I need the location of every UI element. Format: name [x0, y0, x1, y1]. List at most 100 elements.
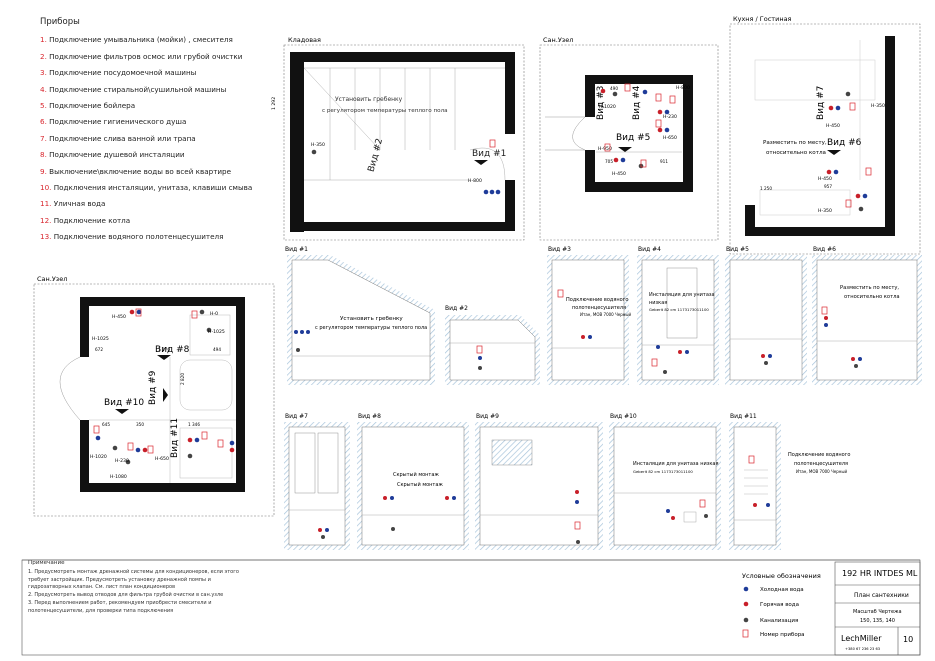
v4-t1: Инсталяция для унитаза: [649, 292, 715, 298]
legend-item-text: Подключение стиральной\сушильной машины: [49, 84, 227, 94]
legend-item-text: Подключение гигиенического душа: [49, 117, 187, 127]
stamp-sheet-num: 10: [903, 635, 913, 644]
san-top-h450: Н-450: [612, 171, 626, 177]
view-title-5: Вид #5: [726, 246, 749, 253]
kitchen-plan: Вид #7 Вид #6 Разместить по месту, относ…: [745, 36, 895, 236]
legend-item: 9. Выключение\включение воды во всей ква…: [40, 164, 252, 180]
v10-t2: Geberit 82 cm 1173173011100: [633, 469, 693, 474]
legend-title: Приборы: [40, 17, 80, 27]
symbol-sewer: Канализация: [760, 618, 798, 624]
v4-t2: низкая: [649, 300, 667, 306]
room-title-san-left: Сан.Узел: [37, 275, 67, 283]
san-left-frame: [33, 283, 275, 517]
kitchen-h450c: Н-450: [818, 176, 832, 182]
san-top-h650: Н-650: [663, 135, 677, 141]
san-top-h800: Н-800: [676, 85, 690, 91]
san-top-d490: 490: [610, 86, 618, 91]
legend-item-text: Подключение фильтров осмос или грубой оч…: [49, 51, 243, 61]
label-view-2-plan: Вид #2: [367, 137, 386, 173]
legend-item-text: Уличная вода: [53, 199, 106, 209]
v3-t1: Подключение водяного: [566, 297, 628, 303]
legend-item-number: 6.: [40, 117, 47, 127]
klad-dim-1292: 1 292: [271, 97, 277, 110]
legend-item-text: Подключение водяного полотенцесушителя: [53, 232, 224, 242]
san-left-plan: Вид #8 Вид #9 Вид #10 Вид #11 Н-450 Н-0 …: [59, 297, 245, 492]
label-view-11-plan: Вид #11: [170, 418, 180, 458]
san-left-h1020: Н-1020: [90, 454, 107, 460]
view-title-4: Вид #4: [638, 246, 661, 253]
v3-t2: полотенцесушителя: [572, 305, 626, 311]
room-title-klad: Кладовая: [288, 36, 321, 44]
view-sections: Установить гребенку с регулятором темпер…: [284, 255, 922, 550]
label-view-5-plan: Вид #5: [616, 133, 650, 143]
v11-t3: Итан, МОВ 7000 Черный: [796, 469, 848, 474]
legend-item-number: 1.: [40, 35, 47, 45]
stamp-sheet-title: План сантехники: [854, 592, 909, 599]
san-left-h1080: Н-1080: [110, 474, 127, 480]
notes-title: Примечание: [28, 560, 65, 566]
san-top-frame: [539, 44, 719, 241]
kitchen-place-2: относительно котла: [766, 150, 826, 156]
legend-item-number: 11.: [40, 199, 52, 209]
klad-h350: Н-350: [311, 142, 325, 148]
kitchen-d1250: 1 250: [760, 186, 772, 191]
legend-item-text: Подключение душевой инсталяции: [49, 150, 185, 160]
room-title-san-top: Сан.Узел: [543, 36, 573, 44]
symbols-legend: Условные обозначения Холодная вода Горяч…: [742, 572, 821, 638]
symbols-title: Условные обозначения: [742, 572, 821, 580]
kitchen-place-1: Разместить по месту,: [763, 140, 827, 146]
legend-item-number: 5.: [40, 101, 47, 111]
legend-item-text: Подключение слива ванной или трапа: [49, 133, 196, 143]
stamp-scale-value: 150, 135, 140: [860, 618, 895, 624]
legend-item: 8. Подключение душевой инсталяции: [40, 147, 252, 163]
view-title-11: Вид #11: [730, 413, 757, 420]
symbol-cold: Холодная вода: [760, 587, 804, 593]
label-view-6-plan: Вид #6: [827, 138, 862, 148]
legend-item-number: 3.: [40, 68, 47, 78]
san-left-h650: Н-650: [155, 456, 169, 462]
v6-t1: Разместить по месту,: [840, 285, 899, 291]
v8-t2: Скрытый монтаж: [397, 481, 443, 488]
view-title-3: Вид #3: [548, 246, 571, 253]
san-left-h0: Н-0: [210, 311, 218, 317]
v1-grebenka: Установить гребенку: [340, 316, 403, 322]
v1-sub: с регулятором температуры теплого пола: [315, 325, 427, 331]
klad-frame: [283, 44, 525, 241]
legend-item: 11. Уличная вода: [40, 196, 252, 212]
v11-t1: Подключение водяного: [788, 452, 850, 458]
san-top-h1020: Н-1020: [599, 104, 616, 110]
legend-item-number: 12.: [40, 215, 52, 225]
v4-t3: Geberit 82 cm 1173173011100: [649, 307, 709, 312]
san-left-d672: 672: [95, 347, 103, 352]
stamp-project: 192 HR INTDES ML: [842, 569, 918, 578]
legend-item: 10. Подключения инсталяции, унитаза, кла…: [40, 180, 252, 196]
san-top-plan: Вид #3 Вид #4 Вид #5 Н-1020 Н-950 Н-230 …: [545, 75, 693, 192]
san-left-d350: 350: [136, 422, 144, 427]
legend-item: 13. Подключение водяного полотенцесушите…: [40, 229, 252, 245]
legend-item: 4. Подключение стиральной\сушильной маши…: [40, 82, 252, 98]
view-title-9: Вид #9: [476, 413, 499, 420]
klad-grebenka-sub: с регулятором температуры теплого пола: [322, 108, 448, 114]
stamp-scale-label: Масштаб Чертежа: [853, 609, 902, 615]
legend-item-text: Подключение бойлера: [49, 101, 136, 111]
legend-item: 2. Подключение фильтров осмос или грубой…: [40, 49, 252, 65]
label-view-10-plan: Вид #10: [104, 398, 144, 408]
view-title-7: Вид #7: [285, 413, 308, 420]
san-left-h450: Н-450: [112, 314, 126, 320]
v11-t2: полотенцесушителя: [794, 461, 848, 467]
kitchen-h350: Н-350: [871, 103, 885, 109]
san-left-d494: 494: [213, 347, 221, 352]
notes-block: Примечание 1. Предусмотреть монтаж дрена…: [28, 560, 248, 616]
klad-plan: Установить гребенку с регулятором темпер…: [271, 52, 515, 232]
label-view-1-plan: Вид #1: [472, 149, 506, 159]
kitchen-h350c: Н-350: [818, 208, 832, 214]
label-view-7-plan: Вид #7: [816, 86, 826, 120]
note-line: 3. Перед выполнением работ, рекомендуем …: [28, 599, 212, 606]
view-title-2: Вид #2: [445, 305, 468, 312]
kitchen-frame: [729, 23, 921, 255]
san-left-d1176: 1 176: [158, 347, 170, 352]
san-left-d645: 645: [102, 422, 110, 427]
san-left-h1025: Н-1025: [208, 329, 225, 335]
legend-item: 12. Подключение котла: [40, 213, 252, 229]
